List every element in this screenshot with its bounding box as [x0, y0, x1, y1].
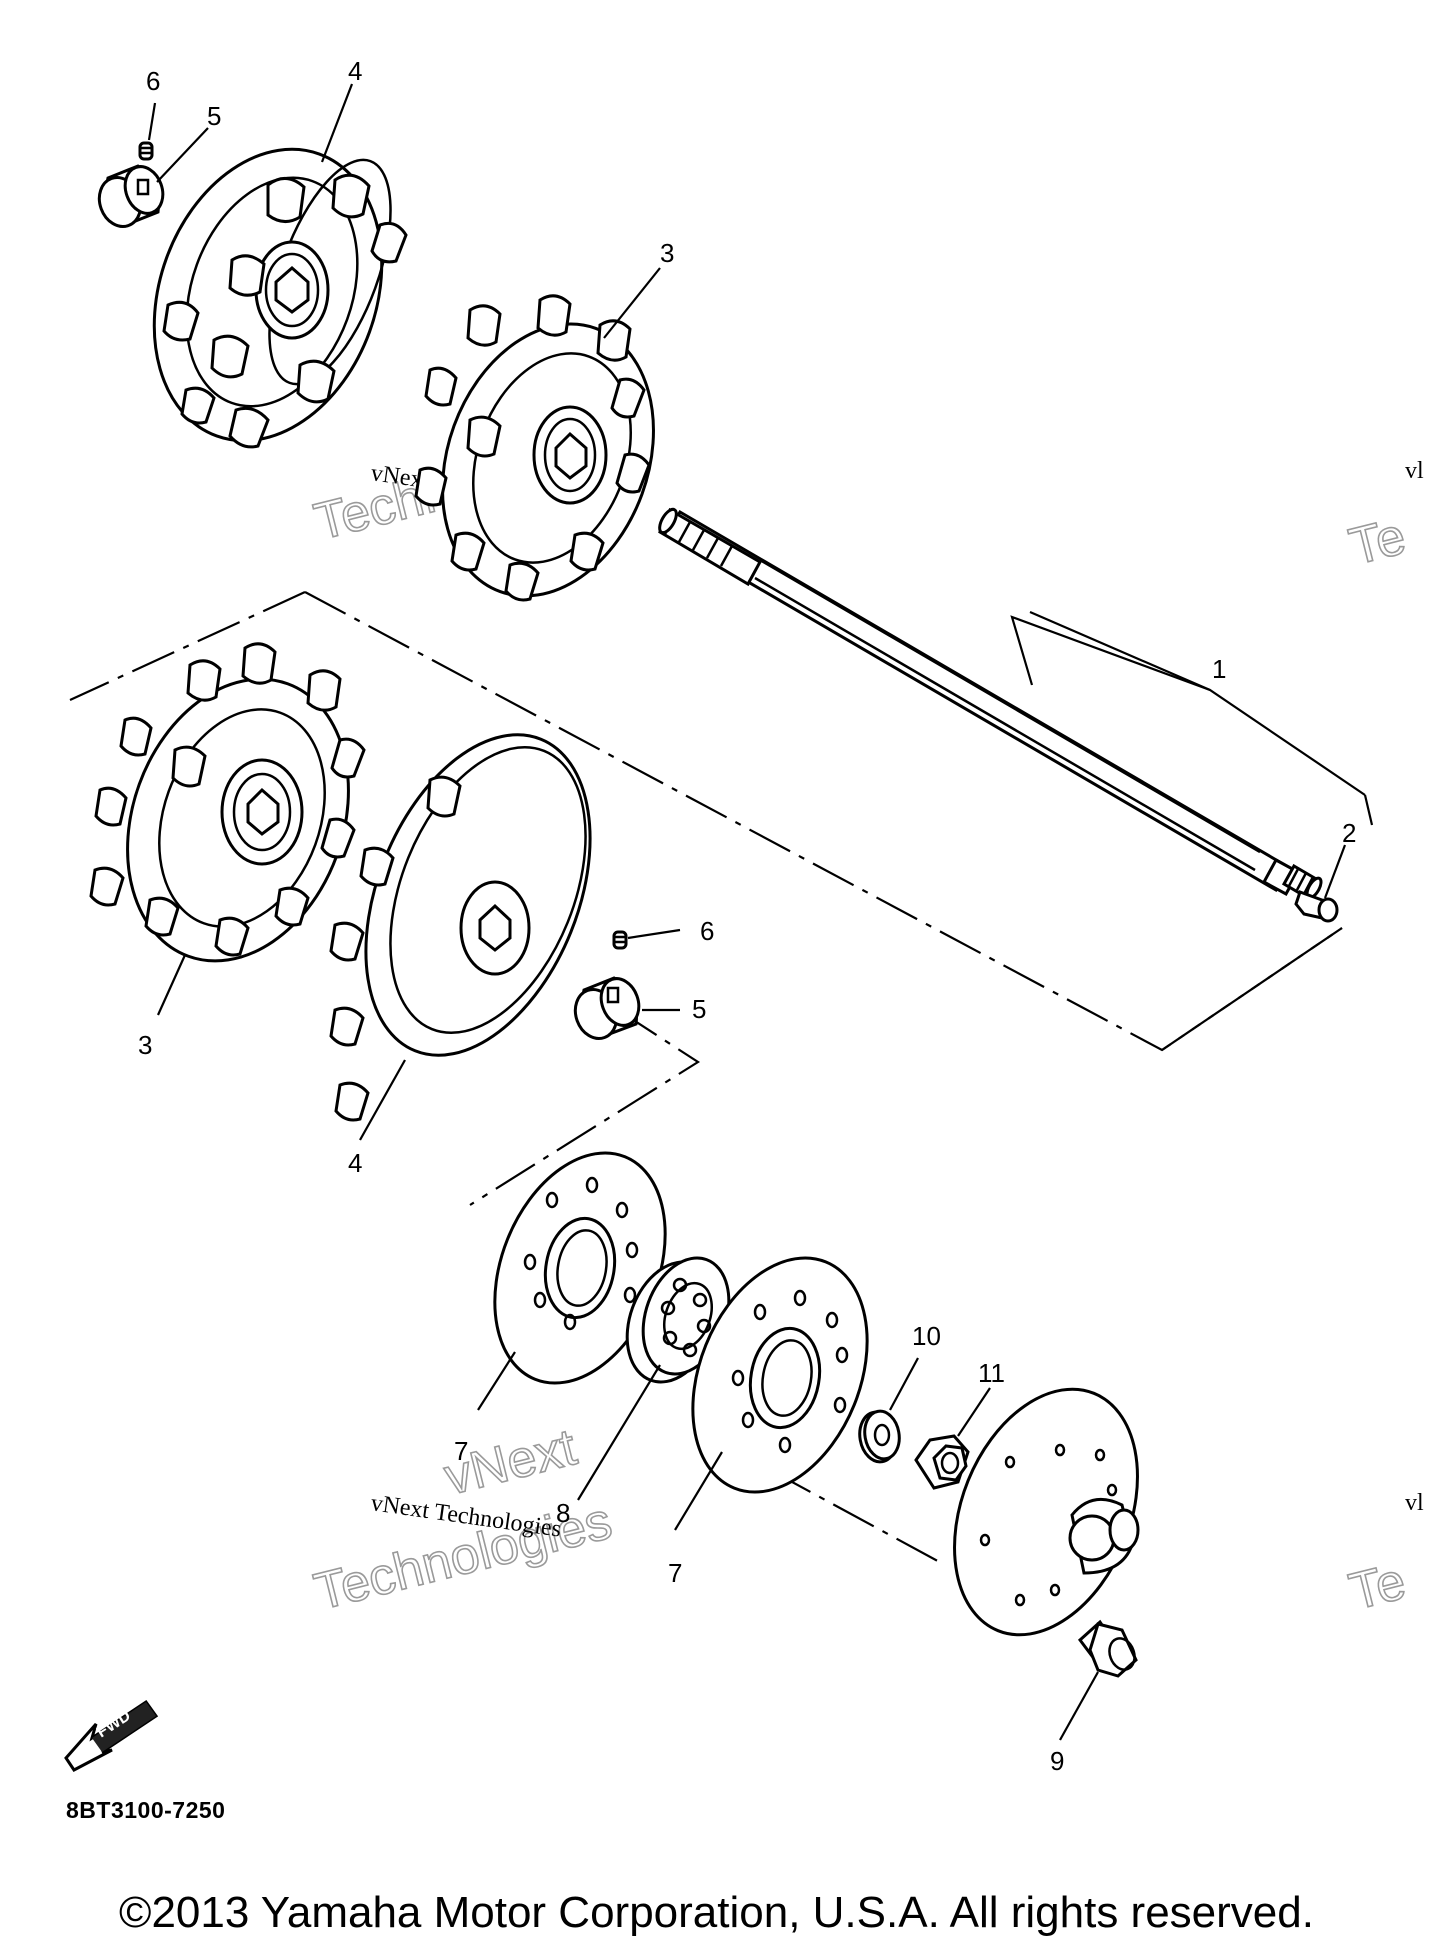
drive-shaft: [658, 507, 1323, 901]
bearing-plate-left: [493, 1151, 667, 1385]
callout-6-lower: 6: [700, 916, 714, 946]
set-screw-lower: [612, 930, 628, 950]
callout-8: 8: [556, 1498, 570, 1528]
idler-wheel-upper: [152, 147, 408, 449]
collar-upper: [97, 164, 165, 228]
bearing-plate-right: [691, 1256, 869, 1494]
callout-5-upper: 5: [207, 101, 221, 131]
callout-5-lower: 5: [692, 994, 706, 1024]
watermark-edge-top: vl: [1405, 458, 1424, 484]
callout-3-upper: 3: [660, 238, 674, 268]
callout-7-right: 7: [668, 1558, 682, 1588]
set-screw-upper: [138, 141, 154, 161]
callout-11: 11: [978, 1358, 1005, 1388]
callout-9: 9: [1050, 1746, 1064, 1776]
callout-3-lower: 3: [138, 1030, 152, 1060]
assembly-lines: [69, 591, 1343, 1566]
assembly-line-left: [69, 591, 306, 701]
idler-wheel-lower: [329, 733, 592, 1122]
fwd-arrow: FWD: [64, 1699, 159, 1772]
callout-1: 1: [1212, 654, 1226, 684]
callout-4-lower: 4: [348, 1148, 362, 1178]
leader-lines: [147, 83, 1374, 1741]
hub-flange: [953, 1387, 1140, 1637]
sprocket-upper: [414, 294, 655, 602]
callout-7-left: 7: [454, 1436, 468, 1466]
assembly-line-collar: [469, 1009, 701, 1206]
hub-bolt: [1077, 1619, 1138, 1678]
nut: [914, 1434, 970, 1490]
watermark-edge-big-top: Te: [1344, 507, 1411, 577]
watermark-edge-big-bottom: Te: [1344, 1552, 1411, 1622]
callout-labels: 6 5 4 3 1 2 6 5 3 4 7 8 7 10 11 9: [138, 56, 1356, 1776]
callout-10: 10: [912, 1321, 941, 1351]
watermark-edge-bottom: vl: [1405, 1490, 1424, 1516]
sprocket-lower: [89, 642, 366, 963]
washer: [858, 1409, 901, 1464]
assembly-line-end: [1161, 927, 1343, 1051]
assembly-line-hub: [769, 1469, 946, 1566]
copyright-notice: ©2013 Yamaha Motor Corporation, U.S.A. A…: [119, 1888, 1314, 1937]
drawing-code: 8BT3100-7250: [66, 1797, 226, 1823]
callout-2: 2: [1342, 818, 1356, 848]
callout-6-upper: 6: [146, 66, 160, 96]
end-bolt: [1294, 890, 1339, 923]
callout-4-upper: 4: [348, 56, 362, 86]
collar-lower: [573, 976, 641, 1040]
